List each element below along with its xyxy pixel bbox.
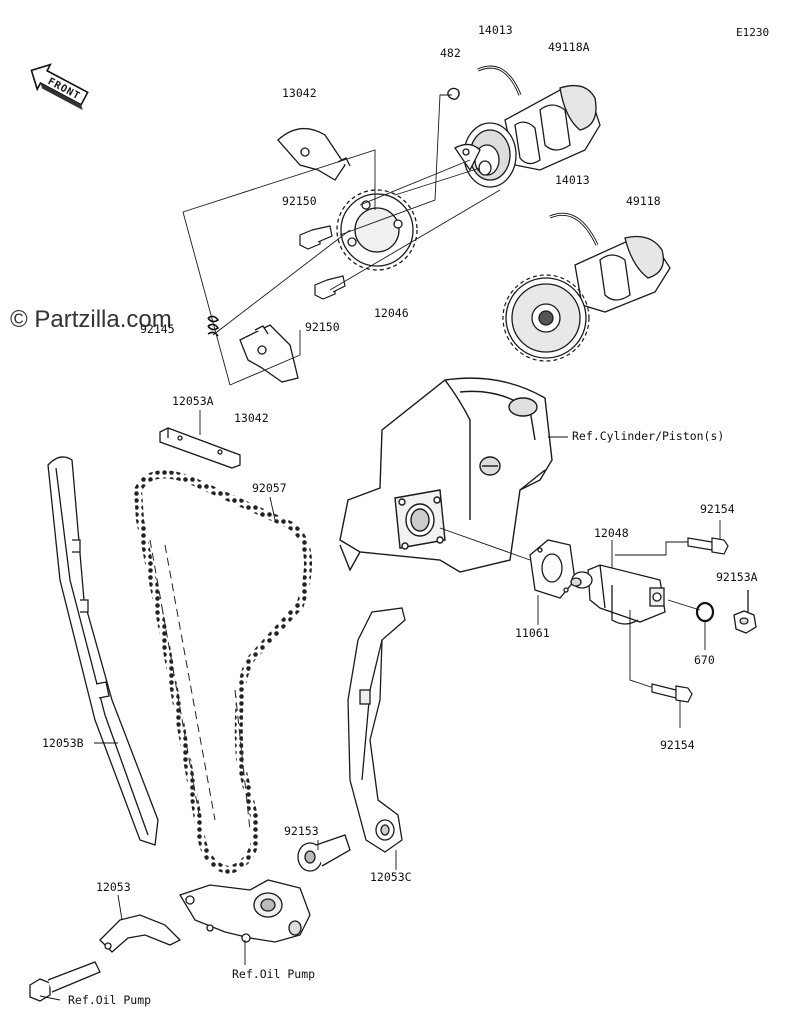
- tensioner-leaders: [611, 520, 721, 728]
- cam-sprocket-12046[interactable]: [336, 189, 418, 271]
- label-11061[interactable]: 11061: [515, 626, 550, 640]
- pin-482[interactable]: [447, 87, 460, 100]
- label-482[interactable]: 482: [440, 46, 461, 60]
- cylinder-reference: [339, 377, 553, 573]
- bolt-oil-pump[interactable]: [29, 961, 101, 1002]
- label-92153[interactable]: 92153: [284, 824, 319, 838]
- o-ring-670[interactable]: [695, 601, 715, 623]
- bolt-92150-bottom[interactable]: [314, 275, 346, 300]
- circlip-14013-top[interactable]: [477, 65, 522, 96]
- label-12053B[interactable]: 12053B: [42, 736, 84, 750]
- bolt-92154-bottom[interactable]: [651, 683, 693, 703]
- chain-guide-12053B[interactable]: [47, 456, 159, 846]
- label-92150-top[interactable]: 92150: [282, 194, 317, 208]
- gasket-11061[interactable]: [529, 539, 576, 599]
- label-92154-bottom[interactable]: 92154: [660, 738, 695, 752]
- label-ref-oil-pump-2[interactable]: Ref.Oil Pump: [68, 993, 152, 1007]
- assembly-leader-lines: [182, 94, 501, 386]
- label-49118[interactable]: 49118: [626, 194, 661, 208]
- label-12053A[interactable]: 12053A: [172, 394, 214, 408]
- front-arrow-icon: FRONT: [30, 63, 89, 111]
- chain-guide-12053A[interactable]: [159, 427, 241, 469]
- label-14013-mid[interactable]: 14013: [555, 173, 590, 187]
- chain-guide-12053C[interactable]: [347, 607, 406, 853]
- label-12048[interactable]: 12048: [594, 526, 629, 540]
- label-12046[interactable]: 12046: [374, 306, 409, 320]
- exhaust-sprocket-teeth: [502, 274, 590, 362]
- label-670[interactable]: 670: [694, 653, 715, 667]
- tensioner-12048[interactable]: [570, 564, 666, 625]
- label-13042-bottom[interactable]: 13042: [234, 411, 269, 425]
- watermark: © Partzilla.com: [10, 306, 172, 333]
- oil-pump-reference: [179, 879, 311, 943]
- label-92150-bottom[interactable]: 92150: [305, 320, 340, 334]
- label-12053C[interactable]: 12053C: [370, 870, 412, 884]
- circlip-14013-mid[interactable]: [549, 212, 599, 246]
- label-49118A[interactable]: 49118A: [548, 40, 590, 54]
- label-ref-oil-pump-1[interactable]: Ref.Oil Pump: [232, 967, 316, 981]
- diagram-code: E1230: [736, 26, 770, 39]
- label-12053[interactable]: 12053: [96, 880, 131, 894]
- label-14013-top[interactable]: 14013: [478, 23, 513, 37]
- bolt-92150-top[interactable]: [299, 225, 333, 250]
- label-ref-cylinder[interactable]: Ref.Cylinder/Piston(s): [572, 429, 725, 443]
- guide-bracket-12053[interactable]: [99, 914, 182, 953]
- spring-92145[interactable]: [207, 315, 220, 337]
- cam-chain-92057[interactable]: [133, 470, 312, 875]
- label-92153A[interactable]: 92153A: [716, 570, 758, 584]
- camshaft-exhaust-49118[interactable]: [505, 235, 671, 359]
- weight-13042-bottom[interactable]: [239, 324, 299, 383]
- label-92154-top[interactable]: 92154: [700, 502, 735, 516]
- camshaft-intake-49118A[interactable]: [454, 84, 601, 188]
- bolt-92154-top[interactable]: [687, 537, 729, 555]
- label-13042-top[interactable]: 13042: [282, 86, 317, 100]
- nut-92153A[interactable]: [733, 590, 757, 634]
- weight-13042-top[interactable]: [277, 128, 351, 181]
- label-92057[interactable]: 92057: [252, 481, 287, 495]
- label-92145[interactable]: 92145: [140, 322, 175, 336]
- bolt-92153[interactable]: [297, 834, 351, 872]
